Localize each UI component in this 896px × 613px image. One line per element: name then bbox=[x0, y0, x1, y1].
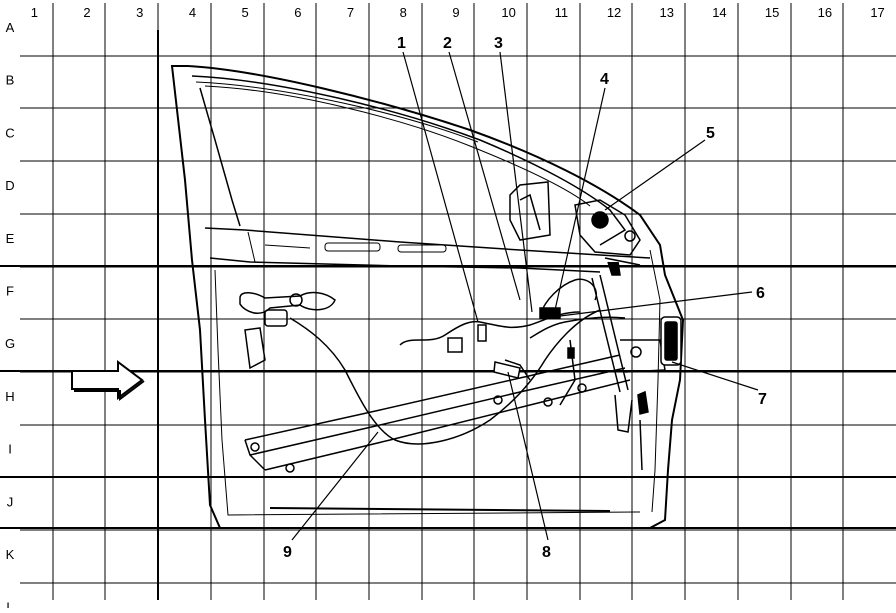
column-label: 6 bbox=[294, 5, 301, 20]
front-direction-arrow-icon bbox=[71, 360, 145, 401]
regulator-track bbox=[244, 274, 631, 473]
row-labels: A B C D E F G H I J K L bbox=[5, 20, 15, 613]
callout-labels: 1 2 3 4 5 6 7 8 9 bbox=[283, 35, 767, 561]
row-label: C bbox=[5, 125, 14, 140]
column-label: 7 bbox=[347, 5, 354, 20]
column-label: 8 bbox=[400, 5, 407, 20]
connector-7 bbox=[660, 316, 682, 366]
row-label: L bbox=[6, 600, 13, 608]
callout-3: 3 bbox=[494, 35, 503, 52]
row-label: F bbox=[6, 284, 14, 299]
callout-4: 4 bbox=[600, 71, 609, 88]
mirror-bracket bbox=[509, 181, 641, 256]
callout-6: 6 bbox=[756, 285, 765, 302]
column-label: 12 bbox=[607, 5, 621, 20]
door-handle bbox=[239, 291, 336, 370]
callout-1: 1 bbox=[397, 35, 406, 52]
door-outline bbox=[170, 65, 685, 529]
column-label: 9 bbox=[452, 5, 459, 20]
row-label: K bbox=[6, 547, 15, 562]
callout-7: 7 bbox=[758, 391, 767, 408]
callout-9: 9 bbox=[283, 544, 292, 561]
leader-lines bbox=[291, 51, 759, 541]
belt-slots bbox=[264, 242, 447, 253]
row-label: G bbox=[5, 336, 15, 351]
column-label: 13 bbox=[660, 5, 674, 20]
row-label: B bbox=[6, 73, 15, 88]
column-label: 1 bbox=[31, 5, 38, 20]
row-label: I bbox=[8, 442, 12, 457]
callout-2: 2 bbox=[443, 35, 452, 52]
row-label: J bbox=[7, 494, 14, 509]
column-label: 3 bbox=[136, 5, 143, 20]
column-label: 4 bbox=[189, 5, 196, 20]
column-label: 14 bbox=[712, 5, 726, 20]
latch-area bbox=[604, 257, 666, 471]
major-grid-lines bbox=[0, 30, 896, 600]
callout-5: 5 bbox=[706, 125, 715, 142]
row-label: A bbox=[6, 20, 15, 35]
column-label: 10 bbox=[501, 5, 515, 20]
row-label: H bbox=[5, 389, 14, 404]
column-label: 17 bbox=[870, 5, 884, 20]
row-label: D bbox=[5, 178, 14, 193]
column-label: 11 bbox=[555, 5, 569, 20]
column-label: 16 bbox=[818, 5, 832, 20]
row-label: E bbox=[6, 231, 15, 246]
column-label: 2 bbox=[83, 5, 90, 20]
column-label: 15 bbox=[765, 5, 779, 20]
callout-8: 8 bbox=[542, 544, 551, 561]
column-label: 5 bbox=[242, 5, 249, 20]
wiring-harness bbox=[289, 278, 626, 445]
